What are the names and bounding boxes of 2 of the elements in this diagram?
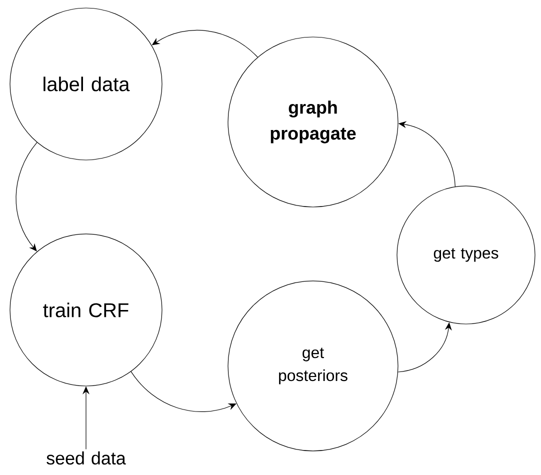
input-label: seed data bbox=[46, 451, 126, 465]
arrow bbox=[130, 371, 236, 412]
